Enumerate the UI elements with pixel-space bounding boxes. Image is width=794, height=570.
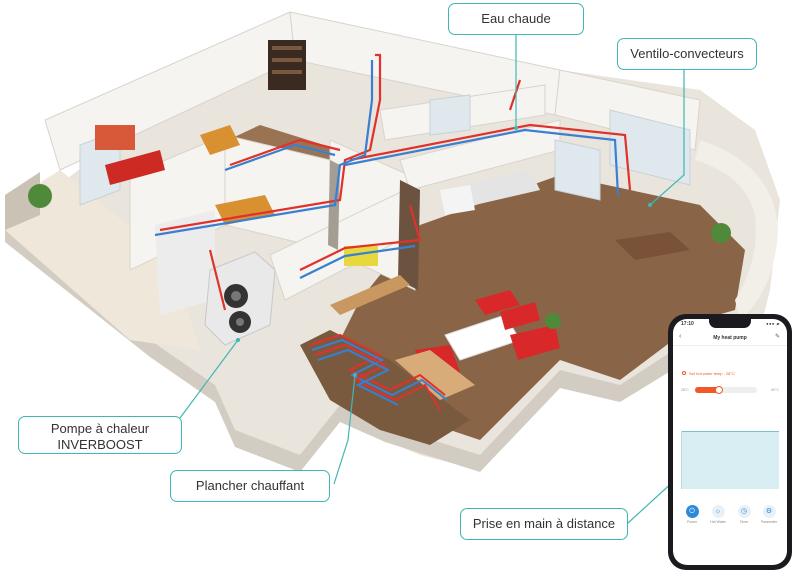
- app-title: My heat pump: [713, 335, 747, 341]
- label-pompe-line1: Pompe à chaleur: [50, 421, 150, 436]
- label-plancher-chauffant: Plancher chauffant: [170, 470, 330, 502]
- label-pompe-a-chaleur: Pompe à chaleur INVERBOOST: [18, 416, 182, 454]
- timer-button[interactable]: ◷ Timer: [734, 505, 754, 524]
- slider-max-label: 60°C: [771, 388, 779, 392]
- back-icon[interactable]: ‹: [679, 333, 682, 340]
- smartphone: 17:10 ●●● ▰ ‹ My heat pump ✎ Set hot wat…: [668, 314, 792, 570]
- heat-pump-unit: [204, 251, 276, 346]
- power-icon: ⏻: [685, 505, 699, 518]
- phone-status-icons: ●●● ▰: [766, 321, 780, 326]
- slider-handle[interactable]: [714, 386, 723, 394]
- phone-time: 17:10: [681, 321, 694, 327]
- edit-icon[interactable]: ✎: [774, 334, 780, 340]
- slider-fill: [695, 387, 719, 393]
- phone-notch: [709, 319, 751, 328]
- control-bar: ⏻ Power ☼ Hot Water ◷ Timer ⚙ Parameter: [673, 505, 787, 553]
- plants: [28, 184, 731, 329]
- power-button[interactable]: ⏻ Power: [682, 505, 702, 524]
- chart-axis: [681, 431, 682, 489]
- balcony-right: [695, 140, 778, 320]
- leader-dot-ventilo: [648, 203, 652, 207]
- setpoint-text: Set hot water temp : 28°C: [689, 371, 735, 376]
- hot-water-icon: ☼: [711, 505, 725, 518]
- timer-icon: ◷: [737, 505, 751, 518]
- parameter-icon: ⚙: [762, 505, 776, 518]
- leader-dot-eau: [514, 126, 518, 130]
- temperature-chart: [681, 431, 779, 489]
- timer-label: Timer: [739, 520, 749, 524]
- label-ventilo-convecteurs: Ventilo-convecteurs: [617, 38, 757, 70]
- phone-screen: 17:10 ●●● ▰ ‹ My heat pump ✎ Set hot wat…: [673, 319, 787, 565]
- hot-pipes: [159, 53, 632, 311]
- bookshelf: [268, 40, 306, 90]
- temperature-slider[interactable]: [695, 386, 757, 394]
- label-eau-chaude: Eau chaude: [448, 3, 584, 35]
- balcony-left: [5, 170, 200, 350]
- power-label: Power: [687, 520, 697, 524]
- label-pompe-line2: INVERBOOST: [57, 437, 143, 452]
- slider-min-label: 28°C: [681, 388, 689, 392]
- header-divider: [673, 345, 787, 346]
- chart-line: [681, 431, 779, 432]
- hot-water-label: Hot Water: [710, 520, 726, 524]
- setpoint-icon: [682, 371, 686, 375]
- parameter-button[interactable]: ⚙ Parameter: [759, 505, 779, 524]
- furniture: [95, 125, 690, 400]
- leader-lines: [179, 34, 685, 524]
- label-prise-en-main: Prise en main à distance: [460, 508, 628, 540]
- hot-water-button[interactable]: ☼ Hot Water: [708, 505, 728, 524]
- parameter-label: Parameter: [760, 520, 778, 524]
- leader-dot-pompe: [236, 338, 240, 342]
- leader-dot-plancher: [353, 373, 357, 377]
- cold-pipes: [154, 60, 620, 279]
